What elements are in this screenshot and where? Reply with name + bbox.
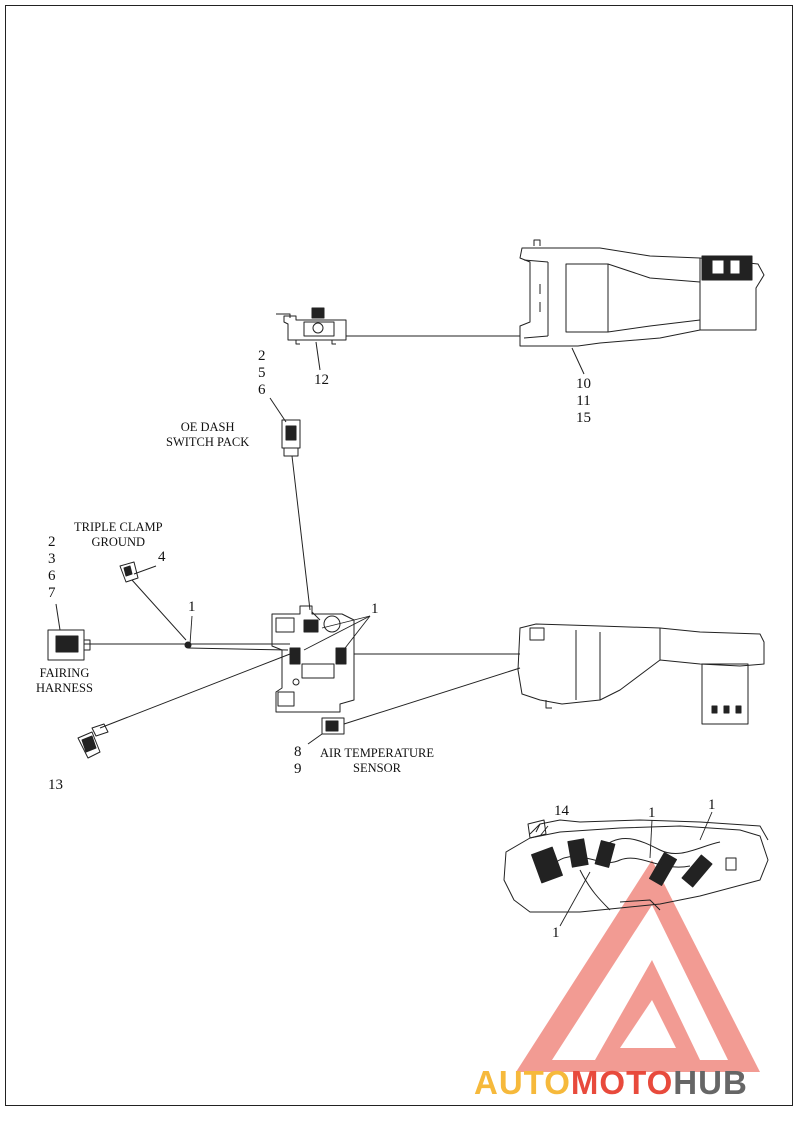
triple-clamp-terminal — [119, 561, 139, 583]
callout-14: 14 — [554, 803, 569, 819]
callout-group-10: 10 11 15 — [576, 376, 591, 427]
fairing-harness-line-1: FAIRING — [39, 666, 90, 680]
logo-word-hub: HUB — [673, 1063, 748, 1101]
callout-11: 11 — [576, 393, 591, 409]
watermark-logo: AUTO MOTO HUB — [474, 1062, 748, 1102]
callout-7: 7 — [48, 585, 56, 601]
fairing-harness-label: FAIRING HARNESS — [36, 666, 93, 696]
lower-bracket — [517, 623, 765, 725]
callout-10: 10 — [576, 376, 591, 392]
air-temp-sensor — [321, 717, 345, 735]
callout-group-fairing: 2 3 6 7 — [48, 534, 56, 602]
callout-15: 15 — [576, 410, 591, 426]
inset-leaders — [539, 811, 713, 927]
air-temp-label: AIR TEMPERATURE SENSOR — [320, 746, 434, 776]
part-13-connector — [77, 723, 109, 759]
ground-node — [184, 641, 192, 649]
callout-group-12: 2 5 6 — [258, 348, 266, 399]
logo-word-auto: AUTO — [474, 1063, 571, 1101]
leader-lines-1 — [189, 615, 371, 653]
oe-dash-connector — [281, 419, 301, 457]
fairing-connector — [47, 629, 91, 661]
callout-9: 9 — [294, 761, 302, 777]
callout-5: 5 — [258, 365, 266, 381]
wire-air — [343, 667, 521, 725]
callout-13: 13 — [48, 777, 63, 793]
leader-air — [307, 733, 323, 745]
callout-1-ground: 1 — [188, 599, 196, 615]
wire-dash-end — [311, 611, 321, 621]
callout-4: 4 — [158, 549, 166, 565]
leader-4 — [133, 565, 157, 575]
upper-bracket — [519, 239, 765, 347]
leader-10 — [571, 347, 585, 375]
drawing-frame — [5, 5, 793, 1106]
fairing-harness-line-2: HARNESS — [36, 681, 93, 695]
leader-12 — [315, 341, 321, 371]
junction-plate — [271, 605, 355, 713]
callout-2: 2 — [258, 348, 266, 364]
callout-12: 12 — [314, 372, 329, 388]
part-12-bracket — [276, 307, 347, 345]
oe-dash-line-2: SWITCH PACK — [166, 435, 250, 449]
leader-group-12 — [269, 397, 287, 423]
triple-clamp-line-2: GROUND — [91, 535, 146, 549]
logo-word-moto: MOTO — [570, 1063, 674, 1101]
triple-clamp-label: TRIPLE CLAMP GROUND — [74, 520, 163, 550]
oe-dash-line-1: OE DASH — [180, 420, 235, 434]
leader-fairing — [55, 603, 61, 631]
callout-3: 3 — [48, 551, 56, 567]
callout-1-inset-b: 1 — [708, 797, 716, 813]
watermark-triangle — [516, 860, 760, 1072]
callout-8: 8 — [294, 744, 302, 760]
air-temp-line-2: SENSOR — [353, 761, 401, 775]
callout-1-inset-c: 1 — [552, 925, 560, 941]
wire-fairing-2 — [187, 647, 289, 651]
callout-6b: 6 — [48, 568, 56, 584]
triple-clamp-line-1: TRIPLE CLAMP — [74, 520, 163, 534]
callout-1-plate: 1 — [371, 601, 379, 617]
callout-6: 6 — [258, 382, 266, 398]
callout-1-inset-a: 1 — [648, 805, 656, 821]
wire-ground — [131, 579, 187, 641]
wire-dash — [291, 455, 311, 611]
inset-detail — [503, 819, 769, 913]
air-temp-line-1: AIR TEMPERATURE — [320, 746, 435, 760]
wire-13 — [99, 653, 291, 729]
callout-2b: 2 — [48, 534, 56, 550]
callout-group-air: 8 9 — [294, 744, 302, 778]
oe-dash-label: OE DASH SWITCH PACK — [166, 420, 249, 450]
